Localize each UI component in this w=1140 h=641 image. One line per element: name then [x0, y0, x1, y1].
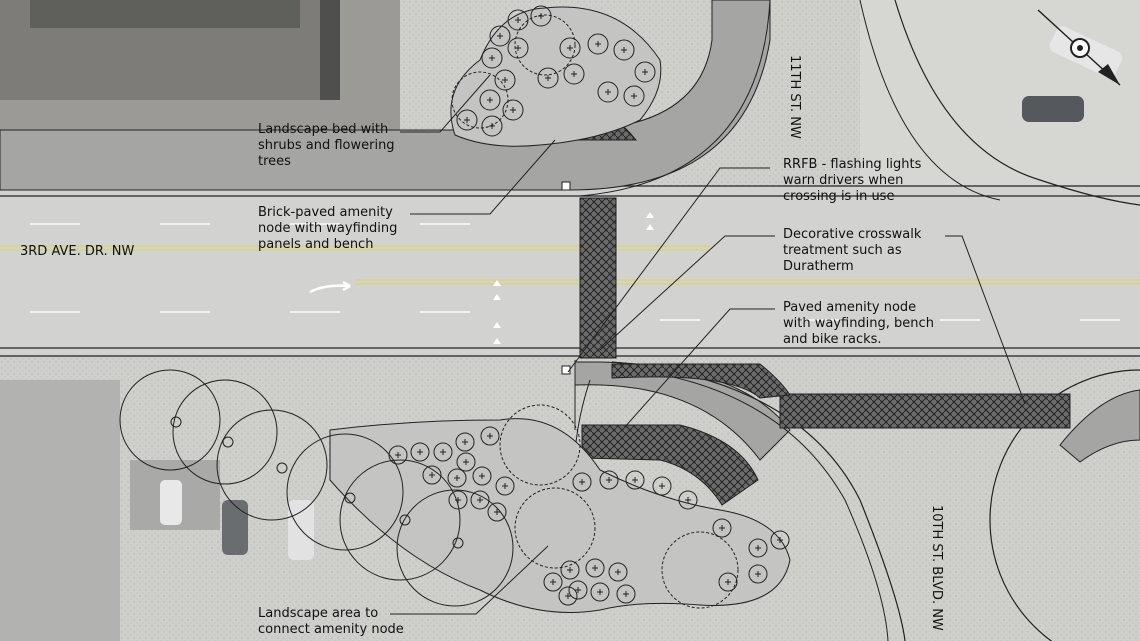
rrfb-post — [561, 365, 571, 375]
shrub-mark — [462, 439, 468, 445]
shrub-mark — [487, 433, 493, 439]
shrub-mark — [755, 571, 761, 577]
north-arrow-icon — [1037, 9, 1121, 86]
street-name-south: 10TH ST. BLVD. NW — [929, 505, 944, 631]
shrub-mark — [395, 452, 401, 458]
roundabout — [989, 369, 1140, 641]
shrub-mark — [725, 579, 731, 585]
shrub-mark — [605, 89, 611, 95]
shrub-mark — [502, 77, 508, 83]
shrub-mark — [719, 525, 725, 531]
shrub-mark — [489, 123, 495, 129]
shrub-mark — [494, 509, 500, 515]
shrub-mark — [417, 449, 423, 455]
shrub-mark — [575, 587, 581, 593]
label-landscape-area: Landscape area to connect amenity node — [258, 606, 404, 637]
label-paved-node: Paved amenity node with wayfinding, benc… — [783, 300, 934, 347]
shrub-mark — [615, 569, 621, 575]
shrub-mark — [550, 579, 556, 585]
street-name-main: 3RD AVE. DR. NW — [20, 244, 135, 259]
shrub-mark — [515, 17, 521, 23]
shrub-mark — [567, 45, 573, 51]
shrub-mark — [497, 33, 503, 39]
shrub-mark — [632, 477, 638, 483]
label-crosswalk: Decorative crosswalk treatment such as D… — [783, 227, 922, 274]
label-landscape-bed: Landscape bed with shrubs and flowering … — [258, 122, 395, 169]
shrub-mark — [487, 97, 493, 103]
shrub-mark — [597, 589, 603, 595]
shrub-mark — [479, 473, 485, 479]
shrub-mark — [502, 483, 508, 489]
shrub-mark — [592, 565, 598, 571]
shrub-mark — [777, 537, 783, 543]
crosswalk-north-south — [579, 197, 617, 359]
shrub-mark — [565, 593, 571, 599]
shrub-mark — [595, 41, 601, 47]
shrub-mark — [685, 497, 691, 503]
shrub-mark — [477, 497, 483, 503]
turn-arrow-icon — [309, 280, 351, 294]
shrub-mark — [579, 479, 585, 485]
main-road — [0, 186, 1140, 356]
paved-amenity-node — [581, 424, 759, 506]
shrub-mark — [454, 475, 460, 481]
shrub-mark — [515, 45, 521, 51]
street-name-north: 11TH ST. NW — [787, 55, 802, 139]
shrub-mark — [429, 472, 435, 478]
label-rrfb: RRFB - flashing lights warn drivers when… — [783, 157, 922, 204]
shrub-mark — [606, 477, 612, 483]
shrub-mark — [464, 117, 470, 123]
crosswalk-east — [779, 393, 1071, 429]
shrub-mark — [510, 107, 516, 113]
shrub-mark — [621, 47, 627, 53]
shrub-mark — [545, 75, 551, 81]
label-brick-node: Brick-paved amenity node with wayfinding… — [258, 205, 398, 252]
shrub-mark — [659, 483, 665, 489]
shrub-mark — [567, 567, 573, 573]
landscape-area — [329, 418, 791, 613]
shrub-mark — [463, 459, 469, 465]
rrfb-post — [561, 181, 571, 191]
shrub-mark — [631, 93, 637, 99]
car — [1022, 96, 1084, 122]
shrub-mark — [489, 55, 495, 61]
shrub-mark — [455, 497, 461, 503]
shrub-mark — [571, 71, 577, 77]
shrub-mark — [755, 545, 761, 551]
shrub-mark — [642, 69, 648, 75]
shrub-mark — [623, 591, 629, 597]
shrub-mark — [440, 449, 446, 455]
